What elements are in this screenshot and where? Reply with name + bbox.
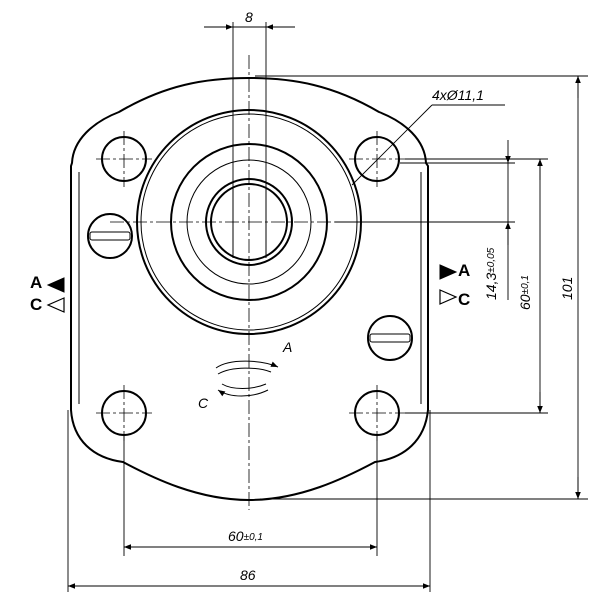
bolt-hole-top-left [101,136,147,182]
plug-left-slot [89,231,131,241]
rotation-arrow-A-inner [217,367,272,375]
flange-outline [70,76,429,502]
rotation-label-C: C [198,395,209,411]
seal-seat-outer [170,143,328,301]
dim-86-label: 86 [240,567,256,583]
right-triangle-filled-icon [439,264,458,280]
plug-right [367,315,413,361]
dim-101-label: 101 [559,277,575,300]
seal-seat-inner [186,159,312,285]
bolt-hole-top-right [354,136,400,182]
plug-right-slot [369,333,411,343]
rotation-label-A: A [282,339,292,355]
shaft-circle [210,183,288,261]
holes-leader-line [351,104,433,186]
left-triangle-filled-icon [46,277,65,293]
left-triangle-open-icon [46,297,65,313]
rotation-arrow-A [215,360,279,369]
left-label-C: C [30,295,42,314]
right-label-A: A [458,261,470,280]
rotation-arrow-C-inner [221,383,267,389]
left-label-A: A [30,273,42,292]
right-label-C: C [458,290,470,309]
plug-left [87,213,133,259]
dim-14-label: 14,3±0,05 [483,247,499,300]
dim-60h-label: 60±0,1 [228,528,263,544]
rotation-arrow-C [217,389,269,397]
right-triangle-open-icon [439,289,458,305]
dim-8-label: 8 [245,9,253,25]
holes-callout: 4xØ11,1 [432,87,484,103]
dim-60v-label: 60±0,1 [517,275,533,310]
shaft-bore-outer [205,178,293,266]
